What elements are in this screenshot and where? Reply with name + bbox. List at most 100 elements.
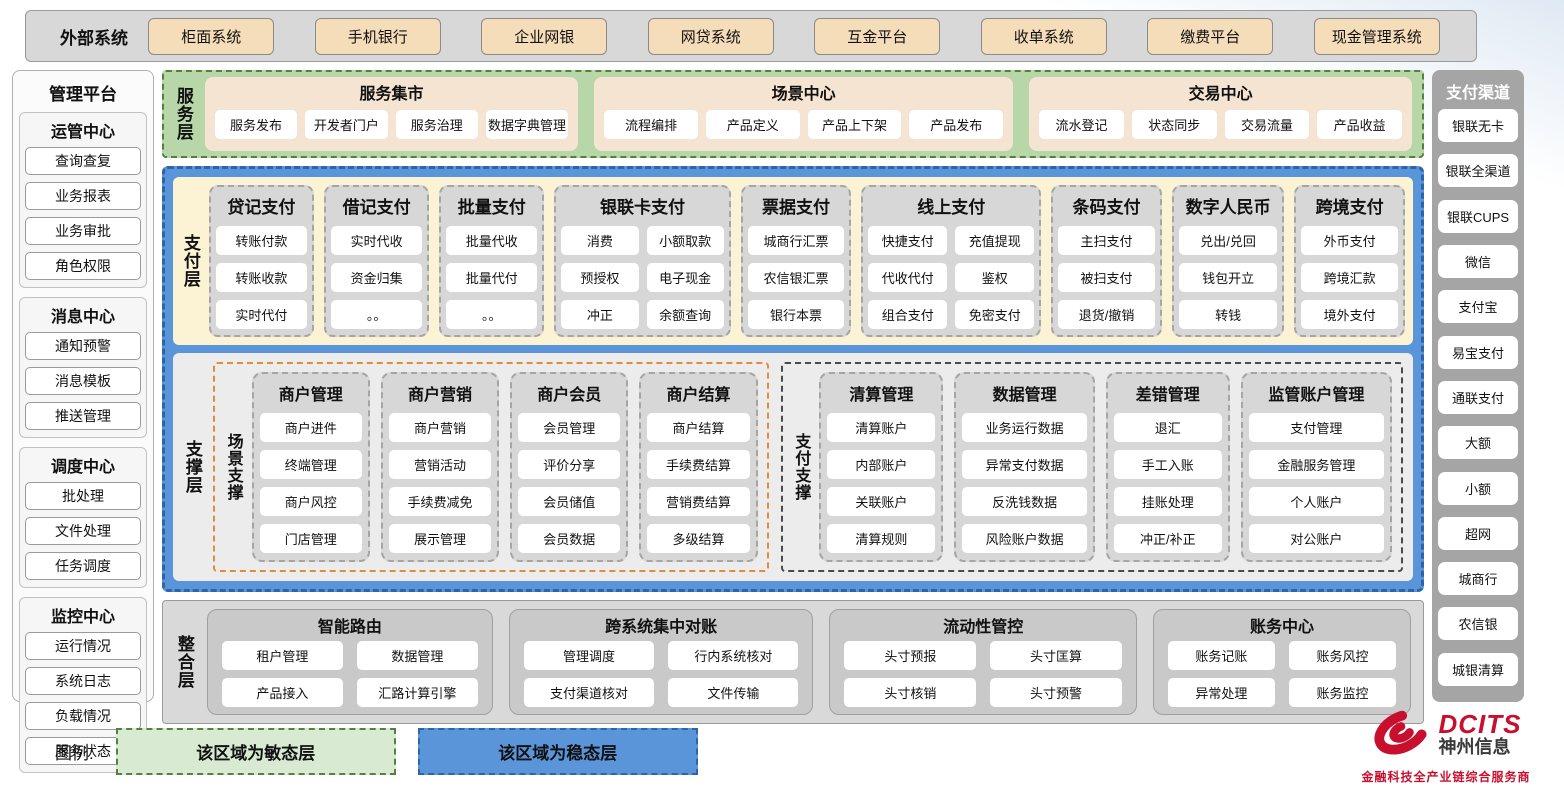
integration-module-button[interactable]: 异常处理: [1167, 678, 1275, 707]
support-module-button[interactable]: 商户营销: [388, 413, 492, 442]
payment-module-button[interactable]: 余额查询: [646, 300, 724, 329]
support-module-button[interactable]: 风险账户数据: [962, 524, 1087, 553]
service-module-button[interactable]: 产品收益: [1317, 109, 1403, 139]
management-module-button[interactable]: 文件处理: [25, 517, 141, 545]
support-module-button[interactable]: 商户结算: [647, 413, 750, 442]
integration-module-button[interactable]: 头寸核销: [844, 678, 977, 707]
management-module-button[interactable]: 业务审批: [25, 217, 141, 245]
integration-module-button[interactable]: 租户管理: [221, 641, 343, 670]
support-module-button[interactable]: 终端管理: [259, 450, 362, 479]
service-module-button[interactable]: 产品发布: [909, 109, 1004, 139]
support-module-button[interactable]: 退汇: [1113, 413, 1222, 442]
support-module-button[interactable]: 清算账户: [827, 413, 936, 442]
management-module-button[interactable]: 角色权限: [25, 252, 141, 280]
management-module-button[interactable]: 负载情况: [25, 702, 141, 730]
payment-module-button[interactable]: 快捷支付: [868, 226, 948, 255]
payment-channel-button[interactable]: 小额: [1438, 471, 1518, 505]
payment-module-button[interactable]: 小额取款: [646, 226, 724, 255]
payment-module-button[interactable]: 实时代付: [215, 300, 308, 329]
payment-module-button[interactable]: 冲正: [561, 300, 639, 329]
payment-module-button[interactable]: 预授权: [561, 263, 639, 292]
integration-module-button[interactable]: 账务记账: [1167, 641, 1275, 670]
management-module-button[interactable]: 系统日志: [25, 667, 141, 695]
support-module-button[interactable]: 会员管理: [518, 413, 621, 442]
support-module-button[interactable]: 展示管理: [388, 524, 492, 553]
support-module-button[interactable]: 门店管理: [259, 524, 362, 553]
payment-module-button[interactable]: 银行本票: [747, 300, 845, 329]
payment-module-button[interactable]: 组合支付: [868, 300, 948, 329]
support-module-button[interactable]: 营销费结算: [647, 487, 750, 516]
payment-channel-button[interactable]: 银联无卡: [1438, 109, 1518, 143]
service-module-button[interactable]: 产品定义: [705, 109, 800, 139]
payment-module-button[interactable]: 代收代付: [868, 263, 948, 292]
payment-module-button[interactable]: 转账付款: [215, 226, 308, 255]
management-module-button[interactable]: 业务报表: [25, 182, 141, 210]
support-module-button[interactable]: 内部账户: [827, 450, 936, 479]
management-module-button[interactable]: 消息模板: [25, 367, 141, 395]
external-system-button[interactable]: 网贷系统: [647, 17, 774, 55]
integration-module-button[interactable]: 头寸预报: [844, 641, 977, 670]
management-module-button[interactable]: 任务调度: [25, 552, 141, 580]
payment-module-button[interactable]: 批量代收: [446, 226, 538, 255]
payment-channel-button[interactable]: 城商行: [1438, 562, 1518, 596]
management-module-button[interactable]: 推送管理: [25, 402, 141, 430]
support-module-button[interactable]: 业务运行数据: [962, 413, 1087, 442]
payment-channel-button[interactable]: 银联全渠道: [1438, 154, 1518, 188]
payment-module-button[interactable]: 主扫支付: [1058, 226, 1155, 255]
service-module-button[interactable]: 服务治理: [395, 109, 478, 139]
management-module-button[interactable]: 查询查复: [25, 147, 141, 175]
payment-module-button[interactable]: 资金归集: [331, 263, 423, 292]
payment-module-button[interactable]: 实时代收: [331, 226, 423, 255]
payment-module-button[interactable]: 批量代付: [446, 263, 538, 292]
integration-module-button[interactable]: 文件传输: [668, 678, 799, 707]
integration-module-button[interactable]: 头寸匡算: [990, 641, 1122, 670]
payment-module-button[interactable]: 被扫支付: [1058, 263, 1155, 292]
payment-module-button[interactable]: 转账收款: [215, 263, 308, 292]
external-system-button[interactable]: 互金平台: [814, 17, 941, 55]
support-module-button[interactable]: 冲正/补正: [1113, 524, 1222, 553]
payment-module-button[interactable]: 跨境汇款: [1301, 263, 1398, 292]
payment-channel-button[interactable]: 通联支付: [1438, 380, 1518, 414]
service-module-button[interactable]: 交易流量: [1224, 109, 1310, 139]
external-system-button[interactable]: 手机银行: [314, 17, 441, 55]
support-module-button[interactable]: 挂账处理: [1113, 487, 1222, 516]
service-module-button[interactable]: 数据字典管理: [485, 109, 569, 139]
external-system-button[interactable]: 柜面系统: [148, 17, 275, 55]
integration-module-button[interactable]: 产品接入: [221, 678, 343, 707]
support-module-button[interactable]: 支付管理: [1248, 413, 1384, 442]
payment-channel-button[interactable]: 支付宝: [1438, 290, 1518, 324]
support-module-button[interactable]: 商户进件: [259, 413, 362, 442]
support-module-button[interactable]: 评价分享: [518, 450, 621, 479]
service-module-button[interactable]: 状态同步: [1131, 109, 1217, 139]
service-module-button[interactable]: 产品上下架: [807, 109, 902, 139]
external-system-button[interactable]: 缴费平台: [1147, 17, 1274, 55]
payment-module-button[interactable]: 转钱: [1178, 300, 1278, 329]
support-module-button[interactable]: 异常支付数据: [962, 450, 1087, 479]
payment-channel-button[interactable]: 微信: [1438, 245, 1518, 279]
payment-module-button[interactable]: 鉴权: [955, 263, 1035, 292]
integration-module-button[interactable]: 账务风控: [1288, 641, 1396, 670]
payment-module-button[interactable]: 退货/撤销: [1058, 300, 1155, 329]
payment-module-button[interactable]: 城商行汇票: [747, 226, 845, 255]
payment-module-button[interactable]: 。。: [446, 300, 538, 329]
service-module-button[interactable]: 开发者门户: [305, 109, 388, 139]
payment-module-button[interactable]: 电子现金: [646, 263, 724, 292]
support-module-button[interactable]: 个人账户: [1248, 487, 1384, 516]
payment-channel-button[interactable]: 易宝支付: [1438, 335, 1518, 369]
support-module-button[interactable]: 金融服务管理: [1248, 450, 1384, 479]
support-module-button[interactable]: 会员数据: [518, 524, 621, 553]
support-module-button[interactable]: 手工入账: [1113, 450, 1222, 479]
payment-channel-button[interactable]: 大额: [1438, 426, 1518, 460]
support-module-button[interactable]: 会员储值: [518, 487, 621, 516]
payment-module-button[interactable]: 钱包开立: [1178, 263, 1278, 292]
management-module-button[interactable]: 通知预警: [25, 332, 141, 360]
support-module-button[interactable]: 多级结算: [647, 524, 750, 553]
service-module-button[interactable]: 流水登记: [1039, 109, 1124, 139]
integration-module-button[interactable]: 支付渠道核对: [523, 678, 655, 707]
management-module-button[interactable]: 运行情况: [25, 632, 141, 660]
payment-module-button[interactable]: 外币支付: [1301, 226, 1398, 255]
payment-module-button[interactable]: 消费: [561, 226, 639, 255]
payment-module-button[interactable]: 农信银汇票: [747, 263, 845, 292]
support-module-button[interactable]: 营销活动: [388, 450, 492, 479]
payment-module-button[interactable]: 境外支付: [1301, 300, 1398, 329]
